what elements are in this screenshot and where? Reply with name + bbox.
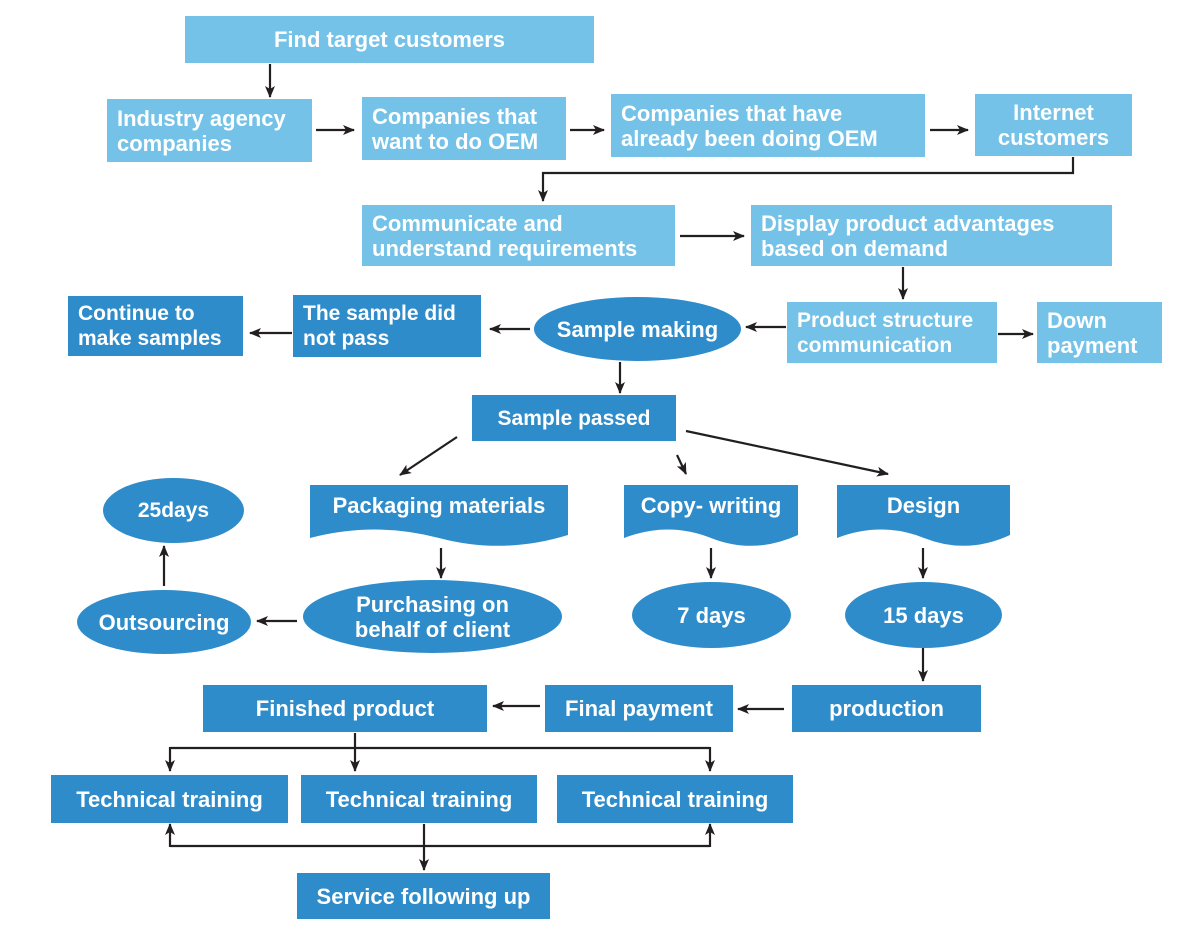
design-label: Design: [886, 493, 961, 518]
7days-oval: 7 days: [632, 582, 791, 648]
service-following-up-label: Service following up: [316, 883, 531, 909]
15days-oval: 15 days: [845, 582, 1002, 648]
technical-training-box-3: Technical training: [557, 775, 793, 823]
sample-making-oval: Sample making: [534, 297, 741, 361]
arrow-passed-to-packaging: [399, 436, 458, 476]
sample-passed-label: Sample passed: [497, 406, 651, 430]
25days-label: 25days: [137, 499, 210, 522]
final-payment-label: Final payment: [565, 696, 713, 721]
design-box: Design: [837, 485, 1010, 549]
design-shape: [837, 485, 1010, 546]
packaging-materials-box: Packaging materials: [310, 485, 568, 549]
arrow-internet-to-communicate: [538, 157, 1075, 202]
15days-label: 15 days: [883, 602, 964, 628]
copywriting-box: Copy- writing: [624, 485, 798, 549]
production-label: production: [829, 696, 944, 721]
arrow-passed-to-copywriting: [676, 454, 687, 475]
packaging-materials-label: Packaging materials: [332, 493, 546, 518]
technical-training-box-2: Technical training: [301, 775, 537, 823]
technical-training-box-1: Technical training: [51, 775, 288, 823]
copywriting-label: Copy- writing: [640, 493, 782, 518]
sample-making-label: Sample making: [556, 316, 719, 342]
service-following-up-box: Service following up: [297, 873, 550, 919]
copywriting-shape: [624, 485, 798, 546]
find-target-customers-label: Find target customers: [273, 27, 506, 52]
finished-product-label: Finished product: [255, 696, 435, 721]
production-box: production: [792, 685, 981, 732]
technical-training-label-1: Technical training: [76, 786, 263, 812]
finished-product-box: Finished product: [203, 685, 487, 732]
packaging-materials-shape: [310, 485, 568, 546]
outsourcing-label: Outsourcing: [98, 609, 230, 635]
technical-training-label-2: Technical training: [325, 786, 513, 812]
technical-training-label-3: Technical training: [581, 786, 769, 812]
25days-oval: 25days: [103, 478, 244, 543]
arrow-passed-to-design: [685, 429, 889, 477]
find-target-customers-box: Find target customers: [185, 16, 594, 63]
7days-label: 7 days: [677, 602, 746, 628]
outsourcing-oval: Outsourcing: [77, 590, 251, 654]
final-payment-box: Final payment: [545, 685, 733, 732]
sample-passed-box: Sample passed: [472, 395, 676, 441]
